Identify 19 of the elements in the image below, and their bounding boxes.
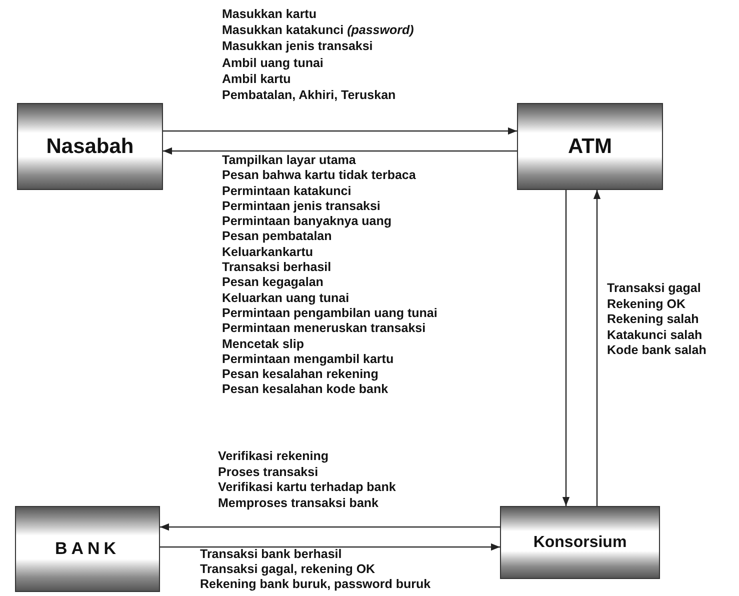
- entity-name: BANK: [54, 539, 120, 559]
- arrow: [163, 147, 517, 155]
- edge-label: Transaksi gagal Rekening OK Rekening salah Katakunci salah Kode bank salah: [607, 281, 706, 358]
- entity-name: ATM: [568, 134, 612, 158]
- arrow: [593, 190, 601, 506]
- entity-box: [517, 103, 663, 190]
- arrow: [160, 543, 500, 551]
- arrow: [562, 190, 570, 506]
- edge-label: Verifikasi rekening Proses transaksi Verifikasi kartu terhadap bank Memproses transaksi bank: [218, 449, 396, 511]
- arrow: [160, 523, 500, 531]
- entity-box: [17, 103, 163, 190]
- entity-box: [500, 506, 660, 579]
- edge-label: Masukkan kartu Masukkan katakunci (password) Masukkan jenis transaksi Ambil uang tunai Ambil kartu Pembatalan, Akhiri, Teruskan: [222, 6, 414, 104]
- edge-label: Tampilkan layar utama Pesan bahwa kartu tidak terbaca Permintaan katakunci Permintaan jenis transaksi Permintaan banyaknya uang Pesan pembatalan Keluarkankartu Transaksi berhasil Pesan kegagalan Keluarkan uang tunai Permintaan pengambilan uang tunai Permintaan meneruskan transaksi Mencetak slip Permintaan mengambil kartu Pesan kesalahan rekening Pesan kesalahan kode bank: [222, 153, 438, 398]
- entity-name: Nasabah: [46, 134, 134, 158]
- edge-label: Transaksi bank berhasil Transaksi gagal, rekening OK Rekening bank buruk, password buruk: [200, 547, 431, 592]
- entity-name: Konsorsium: [533, 534, 627, 552]
- arrow: [163, 127, 517, 135]
- entity-box: [15, 506, 160, 592]
